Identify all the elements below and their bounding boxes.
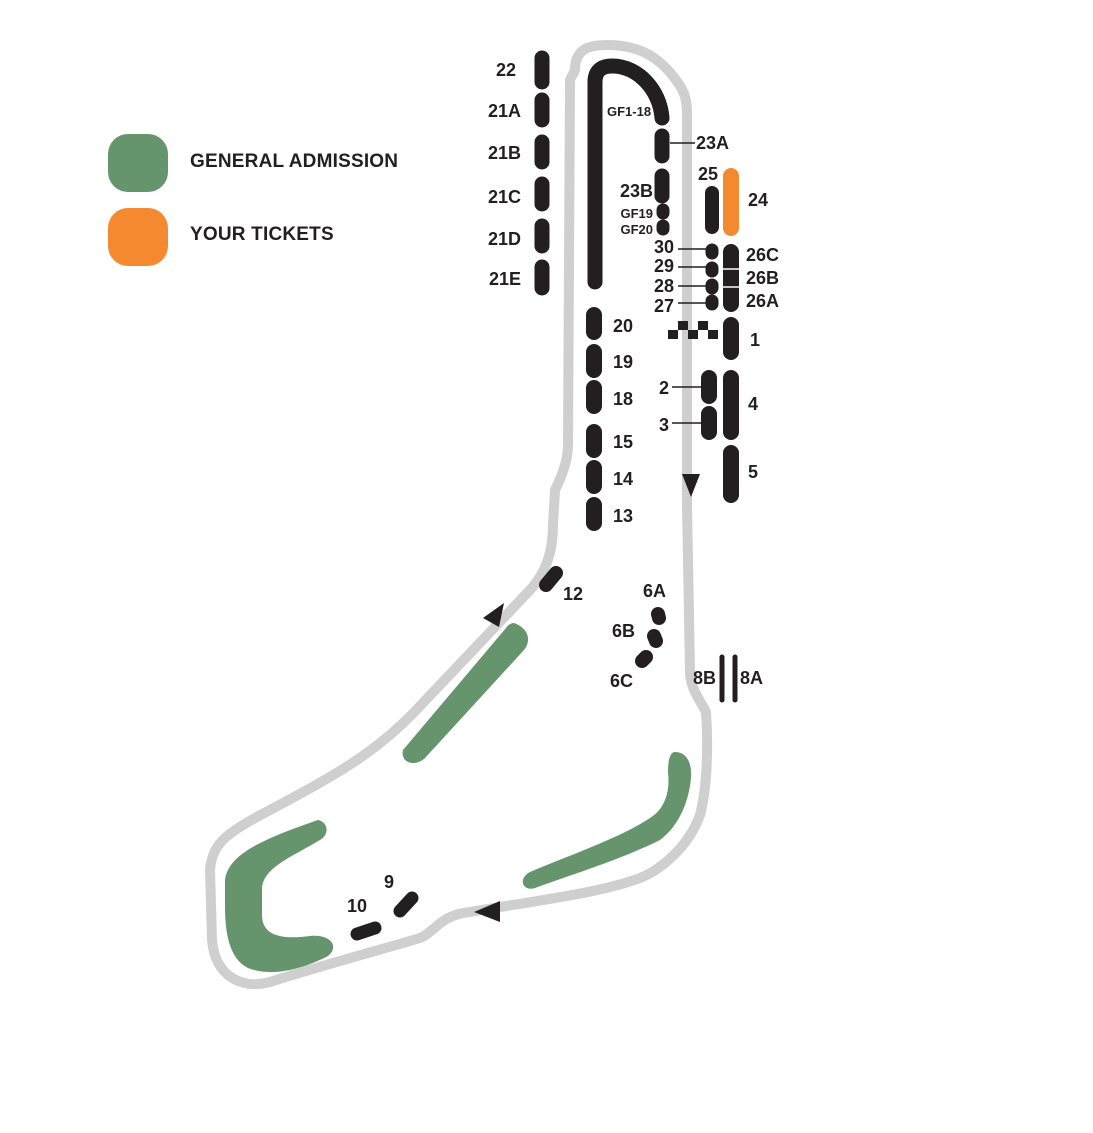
stand-26c-label: 26C: [746, 245, 779, 265]
grandstands: [350, 50, 739, 941]
stand-6a-shape: [651, 607, 666, 625]
legend-label-general-admission: GENERAL ADMISSION: [190, 151, 399, 172]
stand-9-label: 9: [384, 872, 394, 892]
general-admission-zones: [225, 623, 692, 973]
stand-24-label: 24: [748, 190, 768, 210]
stand-gf19-label: GF19: [620, 206, 653, 221]
stand-gf1-18-shape: [587, 58, 670, 290]
ga-zone-parabolica: [225, 820, 334, 973]
stand-9-shape: [393, 891, 419, 918]
stand-25-label: 25: [698, 164, 718, 184]
stand-15-label: 15: [613, 432, 633, 452]
stand-21a-label: 21A: [488, 101, 521, 121]
stand-14-label: 14: [613, 469, 633, 489]
stand-1-label: 1: [750, 330, 760, 350]
stand-3-label: 3: [659, 415, 669, 435]
legend-swatch-your-tickets: [108, 208, 168, 266]
stand-26-dividers: [723, 268, 739, 288]
stand-6c-label: 6C: [610, 671, 633, 691]
stand-19-label: 19: [613, 352, 633, 372]
stand-8a-label: 8A: [740, 668, 763, 688]
stand-gf20-label: GF20: [620, 222, 653, 237]
direction-arrow-down: [682, 474, 700, 497]
stand-6b-label: 6B: [612, 621, 635, 641]
stand-2-label: 2: [659, 378, 669, 398]
stand-22-label: 22: [496, 60, 516, 80]
stand-28-label: 28: [654, 276, 674, 296]
stand-21d-label: 21D: [488, 229, 521, 249]
stand-6b-shape: [647, 629, 663, 648]
stand-12-label: 12: [563, 584, 583, 604]
stand-10-label: 10: [347, 896, 367, 916]
stand-29-label: 29: [654, 256, 674, 276]
stand-27-label: 27: [654, 296, 674, 316]
stand-30-label: 30: [654, 237, 674, 257]
stand-18-label: 18: [613, 389, 633, 409]
stand-4-label: 4: [748, 394, 758, 414]
stand-6a-label: 6A: [643, 581, 666, 601]
stand-12-shape: [539, 566, 563, 592]
stand-8b-label: 8B: [693, 668, 716, 688]
direction-arrow-left: [474, 901, 500, 922]
race-track: [205, 40, 713, 990]
stand-10-shape: [350, 921, 382, 941]
stand-gf1-18-label: GF1-18: [607, 104, 651, 119]
stand-26a-label: 26A: [746, 291, 779, 311]
direction-arrow-up-right: [483, 603, 504, 627]
start-finish-line: [668, 321, 718, 339]
stand-26b-label: 26B: [746, 268, 779, 288]
stand-20-label: 20: [613, 316, 633, 336]
stand-5-label: 5: [748, 462, 758, 482]
stand-labels: 22 21A 21B 21C 21D 21E GF1-18 23A 23B GF…: [347, 60, 779, 916]
stand-13-label: 13: [613, 506, 633, 526]
ga-zone-curva-grande: [402, 623, 529, 764]
stand-21c-label: 21C: [488, 187, 521, 207]
stand-23b-label: 23B: [620, 181, 653, 201]
ga-zone-ascari: [522, 752, 692, 889]
legend-label-your-tickets: YOUR TICKETS: [190, 224, 334, 245]
stand-21e-label: 21E: [489, 269, 521, 289]
stand-23a-label: 23A: [696, 133, 729, 153]
leader-lines: [670, 142, 706, 424]
legend-swatch-general-admission: [108, 134, 168, 192]
stand-6c-shape: [635, 650, 653, 668]
stand-21b-label: 21B: [488, 143, 521, 163]
